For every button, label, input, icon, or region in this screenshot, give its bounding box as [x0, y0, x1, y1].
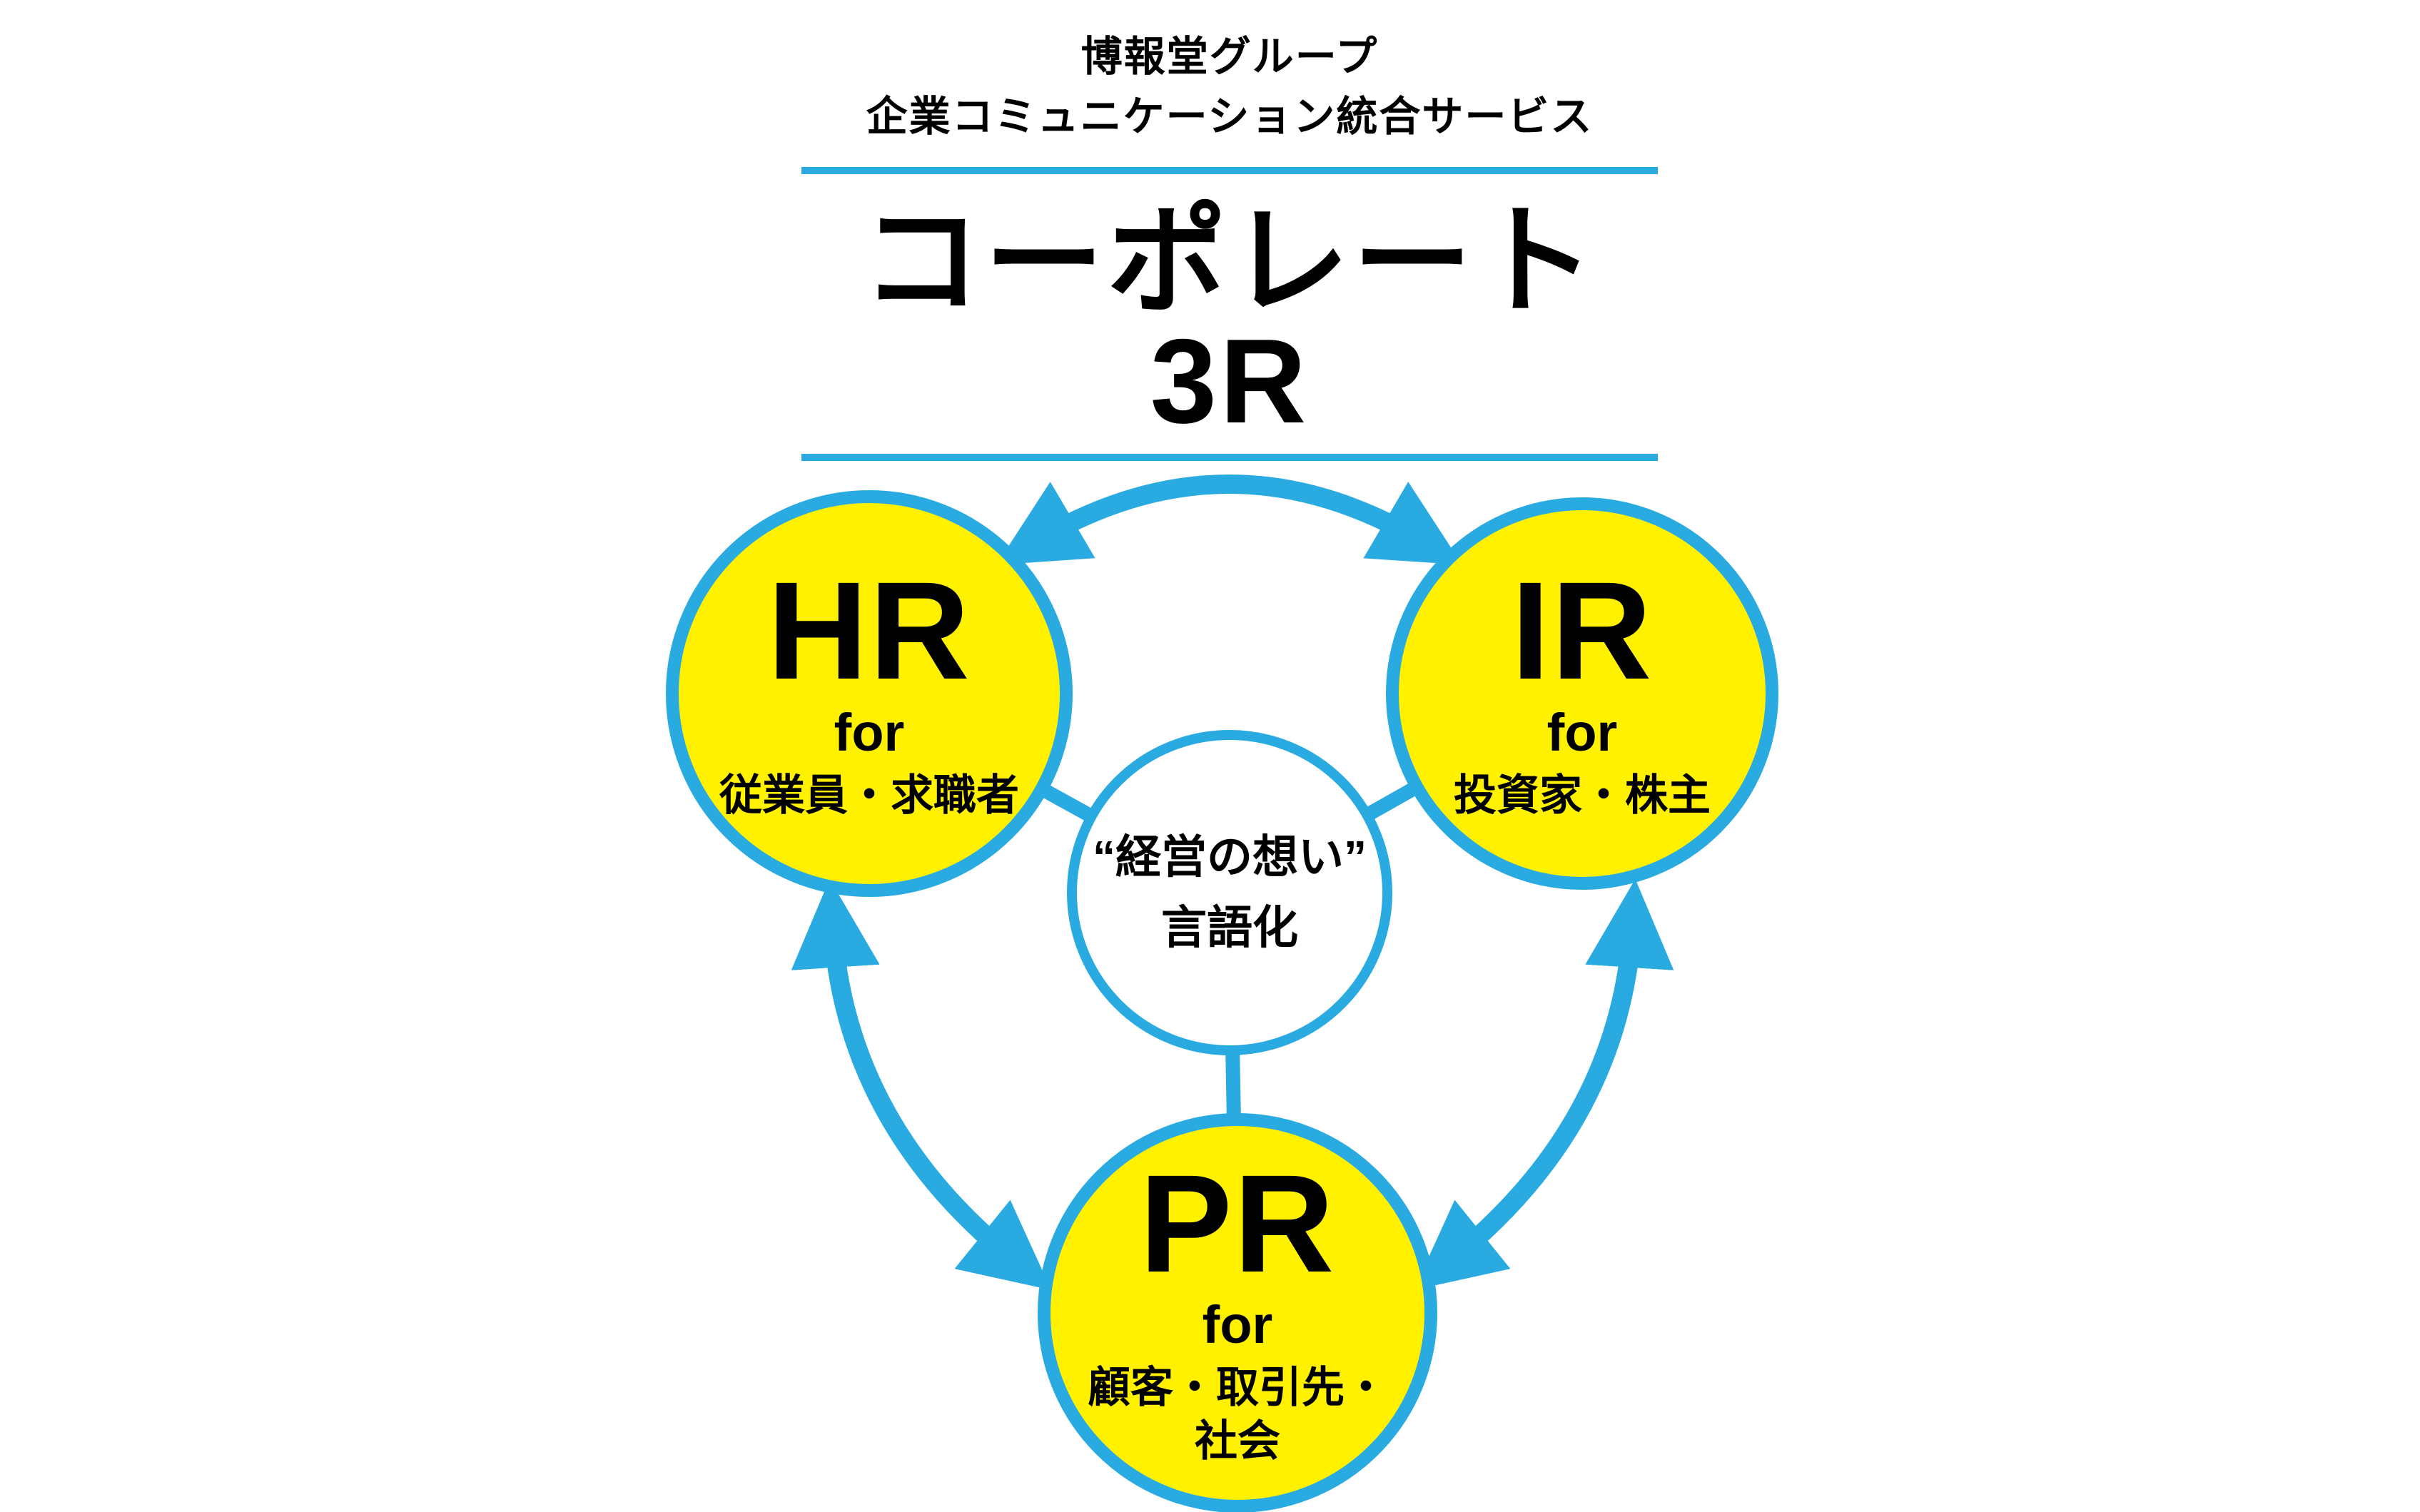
- center-message-line2: 言語化: [1161, 902, 1298, 953]
- service-name: 企業コミュニケーション統合サービス: [866, 93, 1594, 141]
- ir-circle: IR for 投資家・株主: [1386, 497, 1778, 890]
- group-name: 博報堂グループ: [1080, 34, 1379, 80]
- center-circle: “経営の想い” 言語化: [1067, 730, 1392, 1055]
- arrow-hr-pr: [791, 878, 1052, 1290]
- hr-circle: HR for 従業員・求職者: [666, 490, 1073, 897]
- pr-circle: PR for 顧客・取引先・社会: [1038, 1113, 1437, 1512]
- title-rule-top: [801, 167, 1658, 175]
- hr-audience: 従業員・求職者: [719, 771, 1019, 819]
- center-message-line1: “経営の想い”: [1093, 831, 1367, 883]
- hr-for-label: for: [834, 702, 905, 762]
- page-title: コーポレート3R: [861, 194, 1598, 449]
- ir-audience: 投資家・株主: [1454, 771, 1711, 819]
- arrow-hr-ir: [996, 475, 1462, 565]
- title-rule-bottom: [801, 454, 1658, 462]
- ir-abbr: IR: [1511, 553, 1654, 709]
- ir-for-label: for: [1546, 702, 1618, 762]
- hr-abbr: HR: [767, 553, 971, 709]
- arrow-ir-pr: [1413, 878, 1674, 1290]
- pr-for-label: for: [1202, 1295, 1273, 1355]
- header: 博報堂グループ 企業コミュニケーション統合サービス コーポレート3R: [801, 27, 1658, 462]
- pr-audience: 顧客・取引先・社会: [1088, 1364, 1387, 1466]
- pr-abbr: PR: [1139, 1145, 1336, 1302]
